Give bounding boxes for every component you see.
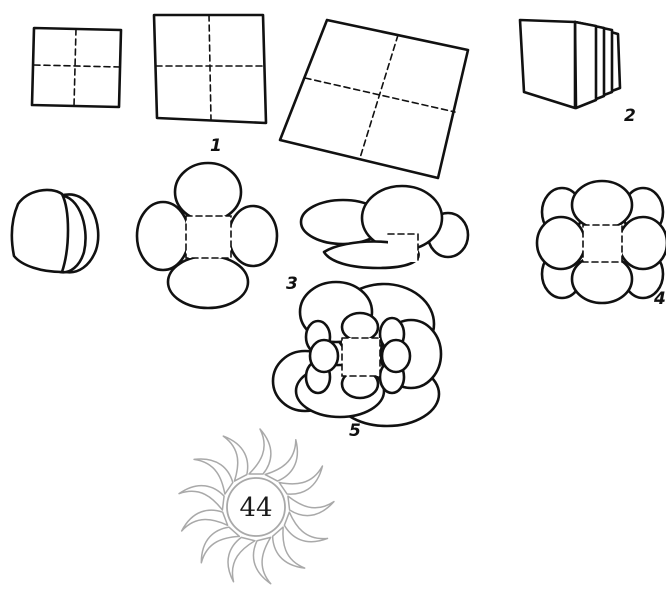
step-label-3: 3 — [286, 274, 298, 294]
assembled-flower — [273, 282, 441, 426]
step-label-1: 1 — [210, 136, 222, 156]
small-folded-square — [32, 28, 121, 107]
step-label-5: 5 — [349, 421, 361, 441]
sun-emblem: 44 — [178, 429, 335, 586]
four-petal-unit — [137, 163, 277, 308]
step-label-4: 4 — [653, 289, 666, 309]
eight-petal-rosette — [537, 181, 666, 303]
page-number: 44 — [239, 493, 272, 523]
large-folded-square — [280, 20, 468, 178]
medium-folded-square — [154, 15, 266, 123]
folded-petal-side-view — [12, 190, 98, 272]
step-label-2: 2 — [624, 106, 636, 126]
four-petal-unit-perspective — [301, 186, 468, 268]
stacked-folded-squares — [520, 20, 620, 108]
